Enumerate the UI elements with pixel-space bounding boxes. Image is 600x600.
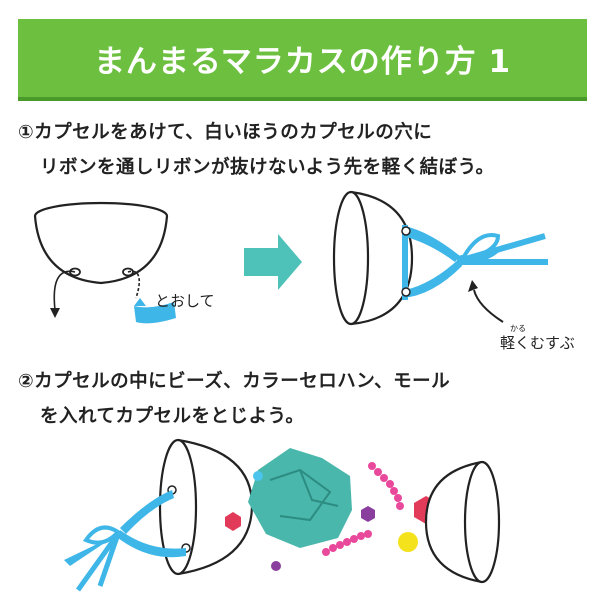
ribbon-end-icon: [134, 298, 176, 324]
step2-line2: を入れてカプセルをとじよう。: [40, 406, 305, 427]
capsule-bowl-icon: [33, 201, 169, 285]
capsule-half-right-icon: [424, 460, 501, 584]
page-title: まんまるマラカスの作り方 1: [93, 43, 512, 80]
next-step-arrow-icon: [244, 234, 302, 290]
step1-line1: ①カプセルをあけて、白いほうのカプセルの穴に: [18, 122, 433, 143]
step1-line2: リボンを通しリボンが抜けないよう先を軽く結ぼう。: [40, 157, 495, 178]
cellophane-icon: [248, 448, 352, 548]
ribbon-bow-left-icon: [64, 490, 186, 592]
pipe-cleaner-icon: [322, 462, 404, 556]
tie-label: 軽くむすぶ: [500, 334, 575, 352]
capsule-half-left-icon: [158, 438, 254, 576]
through-label: とおして: [155, 292, 215, 310]
tie-pointer-arrow-icon: [468, 280, 504, 323]
title-banner: まんまるマラカスの作り方 1: [18, 19, 587, 97]
threading-arrow-icon: [50, 270, 141, 318]
capsule-with-ribbon-icon: [332, 190, 548, 326]
bead-yellow-icon: [398, 532, 418, 552]
step2-line1: ②カプセルの中にビーズ、カラーセロハン、モール: [18, 371, 451, 392]
tie-ruby: かる: [510, 324, 526, 333]
bead-purple-icon: [271, 506, 375, 571]
